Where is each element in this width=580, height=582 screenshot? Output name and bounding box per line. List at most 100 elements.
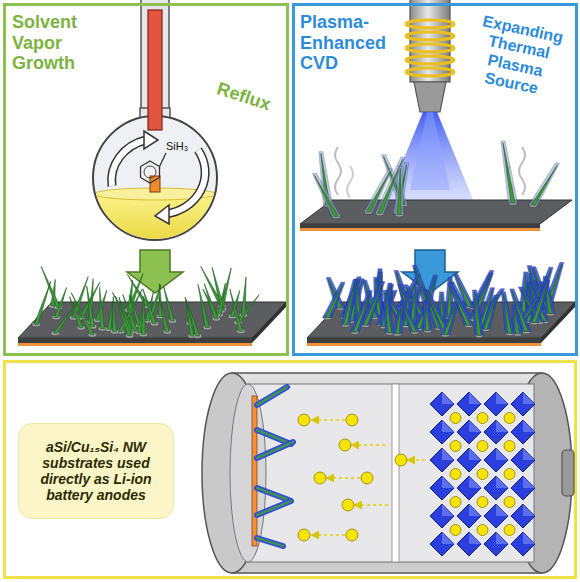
ion-path xyxy=(408,459,425,461)
nanowire-core xyxy=(113,296,117,331)
octahedron-facet xyxy=(523,532,535,544)
substrate-edge xyxy=(307,338,541,343)
lithium-ion xyxy=(450,413,461,424)
octahedron xyxy=(430,504,454,528)
lithium-ion xyxy=(342,499,354,511)
reflux-arrow xyxy=(112,140,146,186)
nanowire-group xyxy=(323,263,564,338)
nanowire xyxy=(312,173,340,218)
nanowire-core xyxy=(115,296,131,336)
silicon-shell xyxy=(395,166,404,214)
nanowire-core xyxy=(483,297,495,329)
nanowire-core xyxy=(402,304,417,332)
nanowire-core xyxy=(385,292,391,333)
ion-path xyxy=(312,419,345,421)
octahedron xyxy=(484,448,508,472)
nanowire-core xyxy=(198,284,209,327)
octahedron xyxy=(511,532,535,556)
nanowire-core xyxy=(514,307,520,333)
nanowire xyxy=(393,306,403,336)
lithium-ion xyxy=(450,525,461,536)
nanowire xyxy=(383,290,394,335)
caption-box: aSi/Cu₁₅Si₄ NW substrates used directly … xyxy=(18,423,174,519)
octahedron-facet xyxy=(442,392,454,404)
battery-terminal xyxy=(562,450,574,496)
octahedron xyxy=(511,448,535,472)
lithium-ion xyxy=(298,414,310,426)
nanowire-core xyxy=(531,165,557,205)
nanowire xyxy=(105,301,113,331)
nanowire xyxy=(159,297,172,334)
nanowire xyxy=(187,302,202,338)
torch-coil xyxy=(406,56,454,64)
silicon-shell xyxy=(423,302,432,330)
nanowire xyxy=(481,295,498,331)
copper-layer xyxy=(18,343,252,346)
nanowire-core xyxy=(503,143,515,203)
nanowire-core xyxy=(107,301,112,329)
silicon-shell xyxy=(383,290,394,333)
nanowire xyxy=(501,141,517,205)
octahedron xyxy=(511,476,535,500)
current-collector xyxy=(252,396,257,546)
nanowire-core xyxy=(257,501,291,515)
panel-heading: Solvent Vapor Growth xyxy=(12,12,102,74)
reflux-arrow-head xyxy=(144,131,158,149)
octahedron xyxy=(430,448,454,472)
octahedron-facet xyxy=(496,392,508,404)
silicon-shell xyxy=(393,306,403,334)
nanowire xyxy=(69,277,88,320)
lithium-ion xyxy=(298,529,310,541)
octahedron xyxy=(484,504,508,528)
panel-heading: aSi/Cu₁₅Si₄ NW substrates used directly … xyxy=(24,439,168,503)
octahedron-facet xyxy=(523,392,535,404)
ion-path xyxy=(352,444,385,446)
plasma-jet xyxy=(410,112,450,190)
panel-label: Expanding Thermal Plasma Source xyxy=(462,11,571,103)
ion-path xyxy=(327,477,360,479)
silicon-shell xyxy=(257,501,291,515)
nanowire-core xyxy=(257,488,289,500)
panel-label: Reflux xyxy=(214,78,283,118)
octahedron xyxy=(484,532,508,556)
octahedron xyxy=(457,476,481,500)
nanowire-core xyxy=(475,292,482,335)
solvent-liquid xyxy=(90,194,220,254)
octahedron-facet xyxy=(523,448,535,460)
octahedron xyxy=(457,504,481,528)
lithium-ion xyxy=(361,472,373,484)
octahedron xyxy=(484,392,508,416)
silicon-shell xyxy=(323,282,345,317)
reflux-arrow xyxy=(166,150,205,214)
silicon-shell xyxy=(441,303,458,335)
octahedron xyxy=(511,420,535,444)
reflux-arrow xyxy=(166,150,205,214)
nanowire xyxy=(529,163,560,207)
lithium-ion xyxy=(346,414,358,426)
torch-coil xyxy=(406,20,454,28)
substrate-edge xyxy=(18,338,252,343)
nanowire xyxy=(375,157,405,215)
lithium-ion xyxy=(504,413,515,424)
nanowire-core xyxy=(164,287,175,321)
silicon-shell xyxy=(512,305,522,333)
benzene-ring xyxy=(144,166,156,178)
nanowire-core xyxy=(217,283,225,315)
anode-nanowire xyxy=(257,501,291,515)
lithium-ion xyxy=(450,497,461,508)
octahedron xyxy=(511,392,535,416)
heat-wave xyxy=(519,147,525,195)
octahedron xyxy=(484,420,508,444)
lithium-ion xyxy=(504,497,515,508)
lithium-ion xyxy=(477,469,488,480)
lithium-ion xyxy=(314,472,326,484)
reflux-arrow-head xyxy=(155,205,169,224)
reflux-arrow xyxy=(112,140,146,186)
lithium-ion xyxy=(477,441,488,452)
nanowire xyxy=(52,288,67,320)
torch-nozzle xyxy=(414,82,446,112)
nanowire-core xyxy=(343,282,355,325)
nanowire-core xyxy=(257,442,293,458)
octahedron xyxy=(430,476,454,500)
